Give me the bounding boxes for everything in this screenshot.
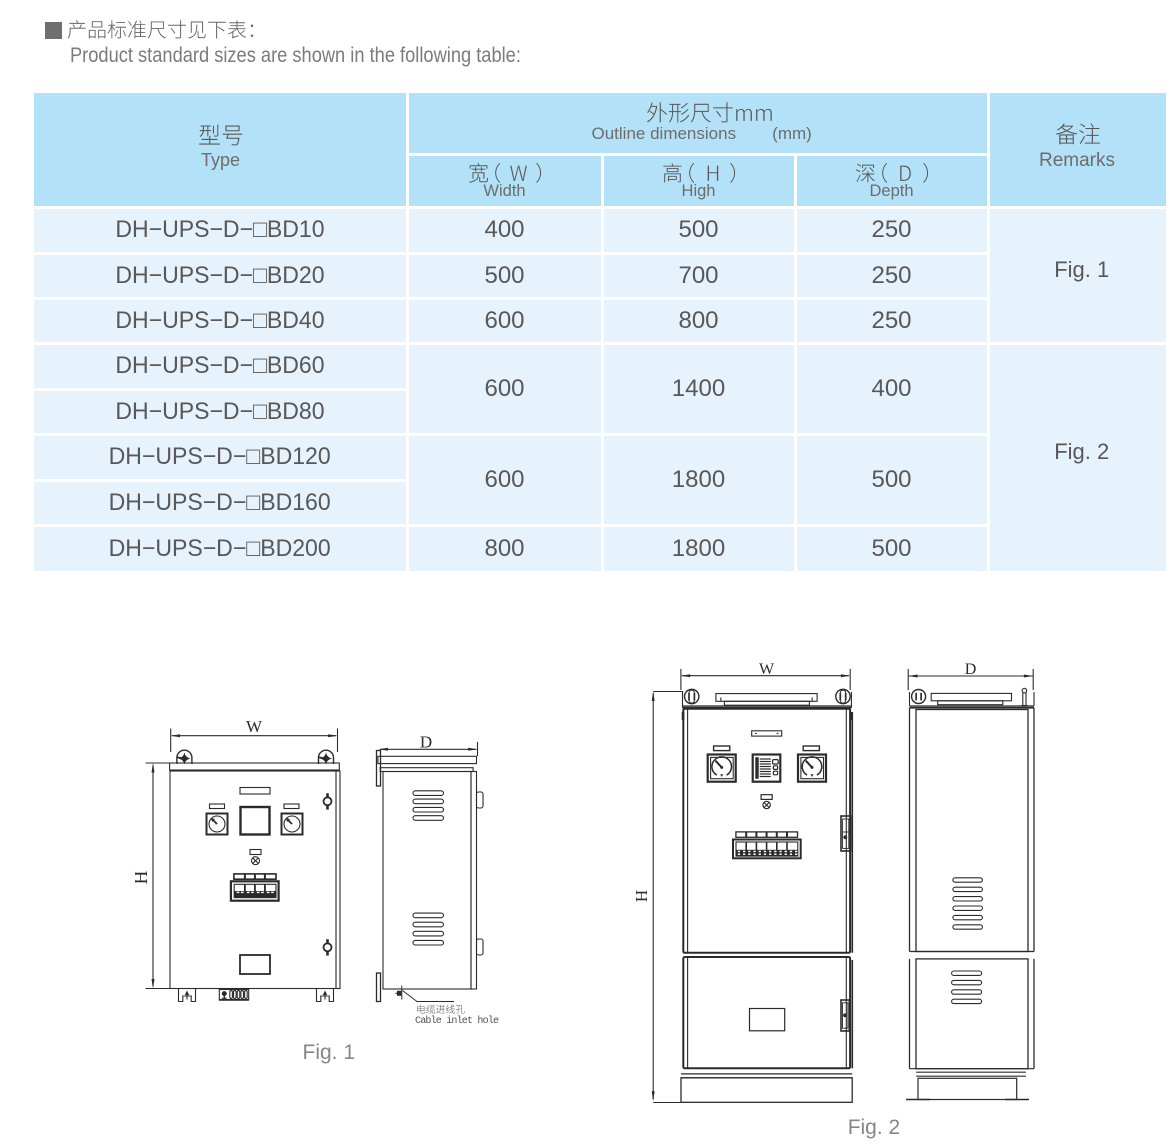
svg-text:H: H [635,890,651,902]
svg-text:W: W [759,661,775,678]
svg-text:D: D [420,733,432,752]
svg-text:H: H [135,870,152,884]
svg-text:W: W [246,717,263,736]
svg-text:D: D [965,661,977,678]
